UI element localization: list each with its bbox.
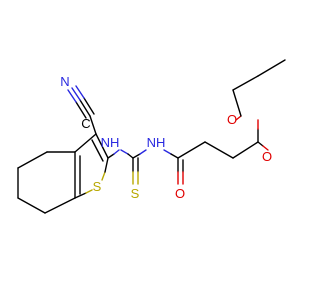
structure-canvas: N C NH NH S S O O O [17, 59, 286, 214]
bond [74, 192, 87, 199]
bond [91, 139, 104, 162]
bond [262, 145, 269, 151]
atom-s-ring: S [93, 179, 102, 194]
bond [89, 115, 97, 135]
atom-o-ester: O [227, 112, 237, 127]
bond [113, 149, 120, 155]
bond [85, 189, 93, 194]
atom-nh-left: NH [101, 135, 120, 150]
bond [17, 151, 48, 169]
atom-c-nitrile: C [81, 116, 90, 131]
molecule-structure: N C NH NH S S O O O [17, 59, 286, 214]
bond [232, 141, 259, 159]
bond [163, 149, 172, 155]
bond [177, 141, 206, 159]
bond [101, 171, 106, 181]
atom-o-amide: O [175, 186, 185, 201]
bond [139, 149, 147, 155]
bond [17, 197, 46, 214]
bond [95, 133, 109, 159]
bond [83, 97, 95, 115]
bond [232, 89, 242, 117]
bond [71, 87, 81, 101]
cyclohexene-ring [17, 151, 76, 214]
bond [257, 59, 286, 77]
thiophene-ring [74, 133, 109, 199]
bond [170, 153, 179, 159]
atom-labels: N C NH NH S S O O O [60, 74, 272, 201]
bond [120, 149, 129, 155]
bond [79, 99, 91, 117]
bond [257, 141, 264, 147]
atom-o-carbonyl: O [262, 149, 272, 164]
bond [127, 153, 134, 159]
bond [75, 101, 87, 119]
succinate-chain [163, 59, 286, 185]
bond [107, 153, 115, 159]
bond [132, 153, 141, 159]
bond [235, 115, 242, 121]
bond [232, 75, 259, 91]
nitrile-group [67, 85, 97, 135]
bond [75, 85, 85, 99]
atom-s-thiocarbonyl: S [131, 186, 140, 201]
bond [74, 133, 97, 153]
bond [104, 157, 109, 173]
atom-nh-right: NH [147, 135, 166, 150]
atom-n-nitrile: N [60, 74, 69, 89]
bond [204, 141, 234, 159]
bond [44, 197, 76, 214]
thiourea-linker [107, 149, 147, 185]
bond [67, 89, 77, 103]
